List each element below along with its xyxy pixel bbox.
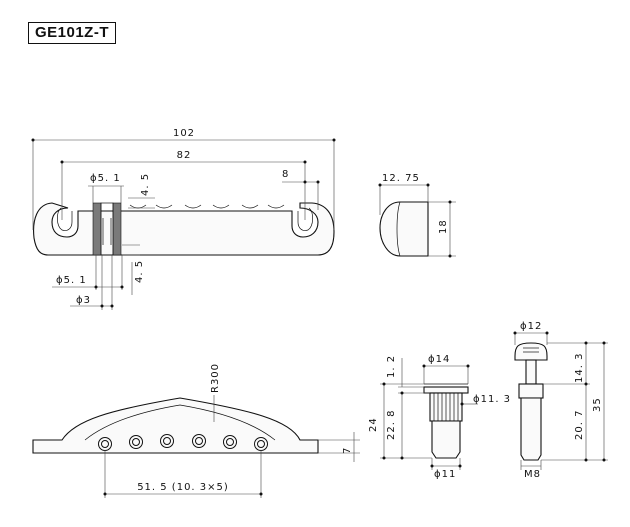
dim-string-spacing: 51. 5 (10. 3×5)	[137, 482, 229, 493]
dim-bottom-depth: 4. 5	[134, 260, 145, 283]
dim-top-bolt-hole: ϕ5. 1	[90, 173, 121, 184]
dim-anchor-body-length: 22. 8	[386, 410, 397, 440]
dim-stud-total: 35	[592, 397, 603, 412]
dim-bolt-spacing: 82	[177, 150, 192, 161]
dim-radius: R300	[210, 363, 221, 393]
dim-side-height: 18	[438, 219, 449, 234]
dim-end-offset: 8	[282, 169, 289, 180]
dim-stud-head: ϕ12	[520, 321, 542, 332]
dim-front-height: 7	[342, 447, 353, 454]
stud-part: ϕ12 14. 3 20. 7 35 M8	[513, 321, 608, 480]
dim-anchor-bottom: ϕ11	[434, 469, 456, 480]
dim-anchor-head: ϕ14	[428, 354, 450, 365]
dim-stud-head-length: 14. 3	[574, 353, 585, 383]
tailpiece-top-view: 102 82 8 ϕ5. 1 4. 5 4. 5 ϕ5. 1 ϕ	[31, 128, 336, 310]
dim-top-slot-depth: 4. 5	[140, 173, 151, 196]
string-holes	[98, 434, 268, 451]
anchor-part: ϕ14 ϕ11. 3 ϕ11 1. 2 24 22. 8	[368, 354, 511, 480]
dim-anchor-total: 24	[368, 417, 379, 432]
dim-stud-thread: M8	[524, 469, 541, 480]
dim-overall-length: 102	[173, 128, 195, 139]
tailpiece-front-view: R300 7 51. 5 (10. 3×5)	[32, 363, 360, 498]
dim-inner-hole: ϕ3	[76, 295, 91, 306]
bolt-hole-section	[92, 202, 102, 256]
dim-anchor-body: ϕ11. 3	[473, 394, 511, 405]
dim-side-width: 12. 75	[382, 173, 420, 184]
dim-anchor-flange: 1. 2	[386, 355, 397, 378]
model-title: GE101Z-T	[28, 22, 116, 44]
tailpiece-side-view: 12. 75 18	[378, 173, 456, 258]
dim-stud-thread-length: 20. 7	[574, 410, 585, 440]
dim-bottom-bolt-hole: ϕ5. 1	[56, 275, 87, 286]
